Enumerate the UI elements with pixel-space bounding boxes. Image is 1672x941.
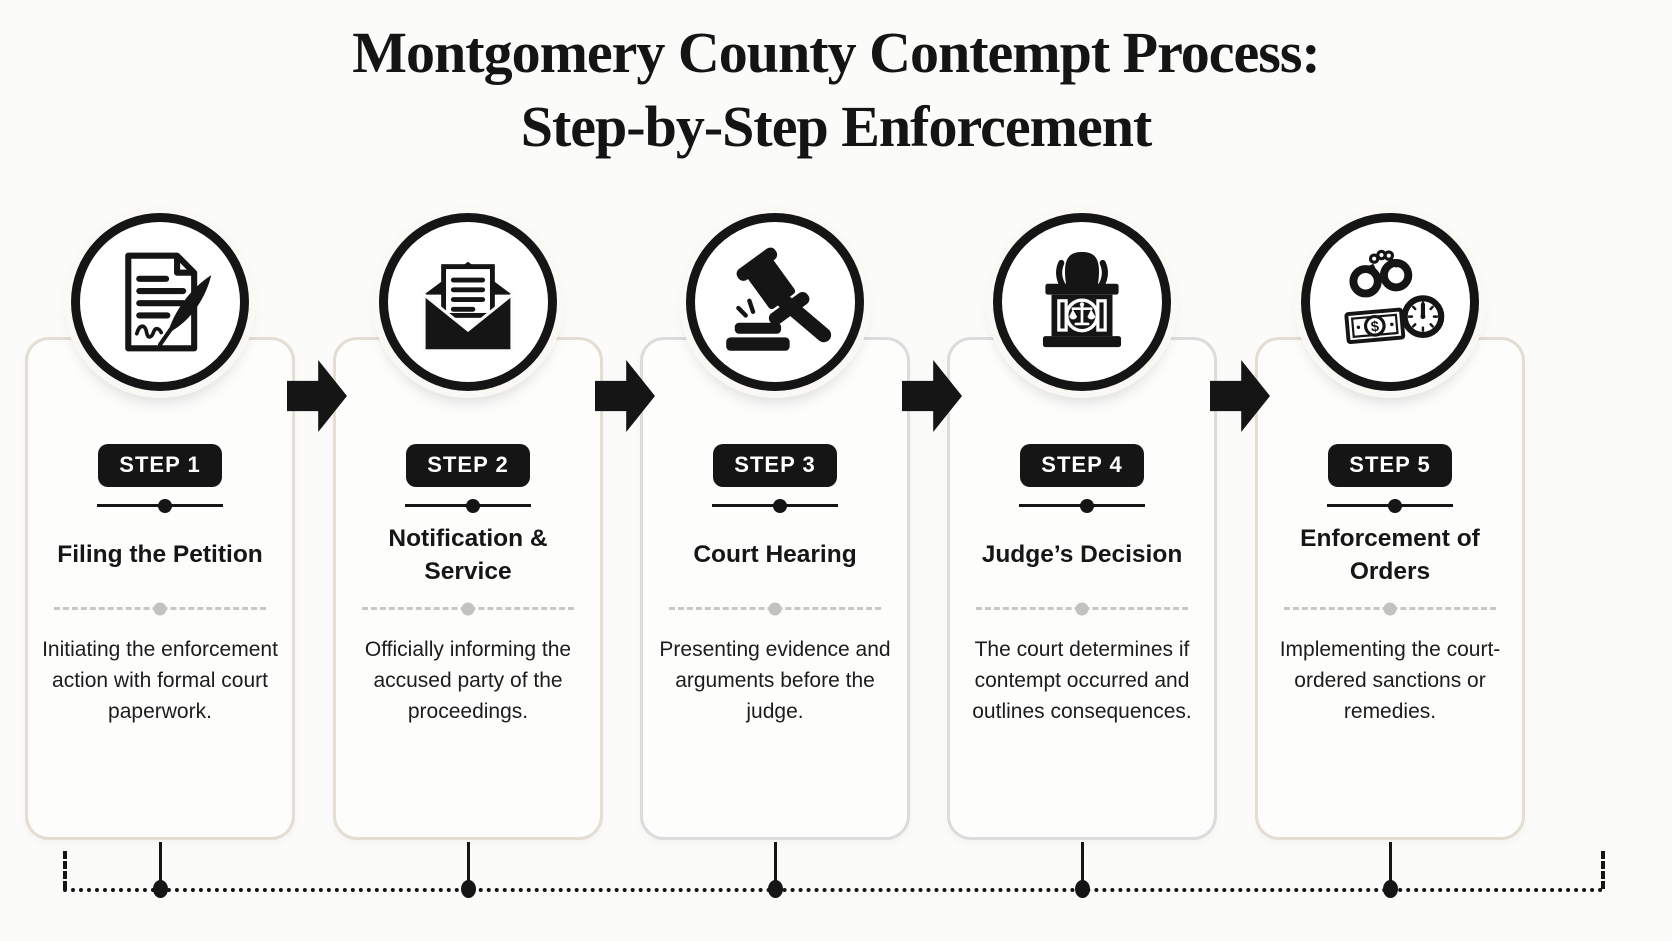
badge-underline-dot <box>773 498 788 513</box>
badge-underline <box>405 498 531 513</box>
card-divider <box>976 602 1188 615</box>
badge-underline-dot <box>1388 498 1403 513</box>
envelope-letter-icon <box>422 261 514 353</box>
timeline-dot-4 <box>1074 880 1090 898</box>
page-title-line-2: Step-by-Step Enforcement <box>520 94 1153 160</box>
timeline-dot-5 <box>1382 880 1398 898</box>
badge-underline-dot <box>158 498 173 513</box>
badge-underline-dot <box>466 498 481 513</box>
timeline-right-riser <box>1601 851 1605 889</box>
page-title-line-1: Montgomery County Contempt Process: <box>352 20 1320 85</box>
timeline-dot-3 <box>767 880 783 898</box>
timeline-dotted-line <box>63 888 1604 892</box>
timeline-dot-2 <box>460 880 476 898</box>
step-badge: STEP 3 <box>713 444 837 487</box>
step-description: Implementing the court-ordered sanctions… <box>1279 638 1501 723</box>
step-title: Filing the Petition <box>57 541 263 569</box>
timeline-left-riser <box>63 851 67 889</box>
step-card-3: STEP 3 Court Hearing Presenting evidence… <box>640 213 910 840</box>
handcuffs-money-clock-icon: $ <box>1344 249 1445 345</box>
card-divider-dot <box>153 602 167 615</box>
step-description: Officially informing the accused party o… <box>364 638 572 723</box>
step-description: Initiating the enforcement action with f… <box>42 638 278 723</box>
step-badge: STEP 4 <box>1020 444 1144 487</box>
card-divider <box>669 602 881 615</box>
petition-document-quill-icon <box>125 252 212 352</box>
badge-underline <box>712 498 838 513</box>
card-divider-dot <box>768 602 782 615</box>
svg-text:$: $ <box>1370 319 1380 336</box>
step-description: Presenting evidence and arguments before… <box>659 638 891 723</box>
card-divider-dot <box>1075 602 1089 615</box>
timeline-riser-5 <box>1388 842 1392 884</box>
step-title: Court Hearing <box>693 541 857 569</box>
timeline-riser-2 <box>466 842 470 884</box>
step-title: Judge’s Decision <box>981 541 1183 569</box>
page-title: Montgomery County Contempt Process: Step… <box>0 16 1672 164</box>
step-card-2: STEP 2 Notification & Service Officially… <box>333 213 603 840</box>
badge-underline <box>97 498 223 513</box>
step-badge: STEP 2 <box>406 444 530 487</box>
timeline-riser-4 <box>1080 842 1084 884</box>
step-title: Enforcement of Orders <box>1300 524 1480 585</box>
card-divider-dot <box>1383 602 1397 615</box>
step-4-icon-circle <box>993 213 1171 391</box>
badge-underline-dot <box>1080 498 1095 513</box>
step-2-icon-circle <box>379 213 557 391</box>
judge-bench-scales-icon <box>1042 251 1122 348</box>
badge-underline <box>1019 498 1145 513</box>
step-card-4: STEP 4 Judge’s Decision The court determ… <box>947 213 1217 840</box>
gavel-icon <box>726 247 832 351</box>
timeline-riser-3 <box>773 842 777 884</box>
step-5-icon-circle: $ <box>1301 213 1479 391</box>
step-card-1: STEP 1 Filing the Petition Initiating th… <box>25 213 295 840</box>
step-card-5: $ STEP 5 En <box>1255 213 1525 840</box>
timeline-dot-1 <box>152 880 168 898</box>
timeline-riser-1 <box>158 842 162 884</box>
step-3-icon-circle <box>686 213 864 391</box>
badge-underline <box>1327 498 1453 513</box>
step-1-icon-circle <box>71 213 249 391</box>
step-badge: STEP 5 <box>1328 444 1452 487</box>
card-divider <box>362 602 574 615</box>
step-badge: STEP 1 <box>98 444 222 487</box>
card-divider <box>1284 602 1496 615</box>
card-divider-dot <box>461 602 475 615</box>
step-description: The court determines if contempt occurre… <box>972 638 1192 723</box>
step-title: Notification & Service <box>388 524 548 585</box>
card-divider <box>54 602 266 615</box>
